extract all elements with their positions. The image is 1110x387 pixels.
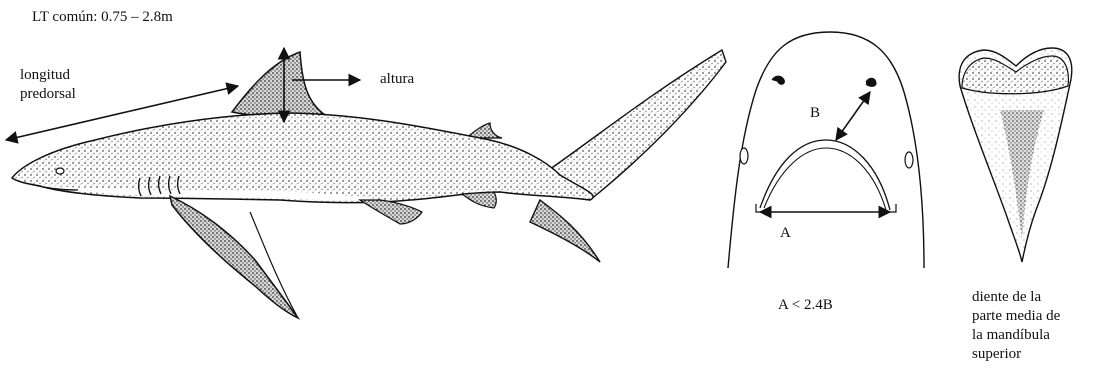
tooth-caption-line4: superior <box>972 345 1021 364</box>
ratio-label: A < 2.4B <box>778 296 833 315</box>
mouth-arc-inner <box>764 148 886 210</box>
tooth-root <box>962 56 1068 94</box>
left-nostril <box>772 76 784 84</box>
head-ventral-view <box>728 32 924 268</box>
right-nostril <box>866 78 876 86</box>
size-range-label: LT común: 0.75 – 2.8m <box>32 8 173 27</box>
shark-lateral-view <box>12 50 726 318</box>
measurement-b-arrow <box>836 92 870 140</box>
pectoral-fin <box>170 196 298 318</box>
tooth-caption-line1: diente de la <box>972 288 1041 307</box>
right-mouth-corner <box>890 204 896 212</box>
predorsal-label-line2: predorsal <box>20 85 76 104</box>
measurement-b-label: B <box>810 104 820 123</box>
first-dorsal-fin <box>232 52 330 118</box>
mouth-arc-outer <box>760 140 890 210</box>
pelvic-fin <box>360 200 422 224</box>
predorsal-label-line1: longitud <box>20 66 70 85</box>
right-head-eye <box>905 152 913 168</box>
measurement-a-label: A <box>780 224 791 243</box>
tooth-caption-line2: parte media de <box>972 307 1060 326</box>
shark-eye <box>56 168 64 174</box>
height-label: altura <box>380 70 414 89</box>
anal-fin <box>462 192 496 208</box>
caudal-fin-lower-lobe <box>530 200 600 262</box>
tooth-illustration <box>959 48 1072 262</box>
tooth-caption-line3: la mandíbula <box>972 326 1050 345</box>
snout-outline <box>728 32 924 268</box>
left-head-eye <box>740 148 748 164</box>
